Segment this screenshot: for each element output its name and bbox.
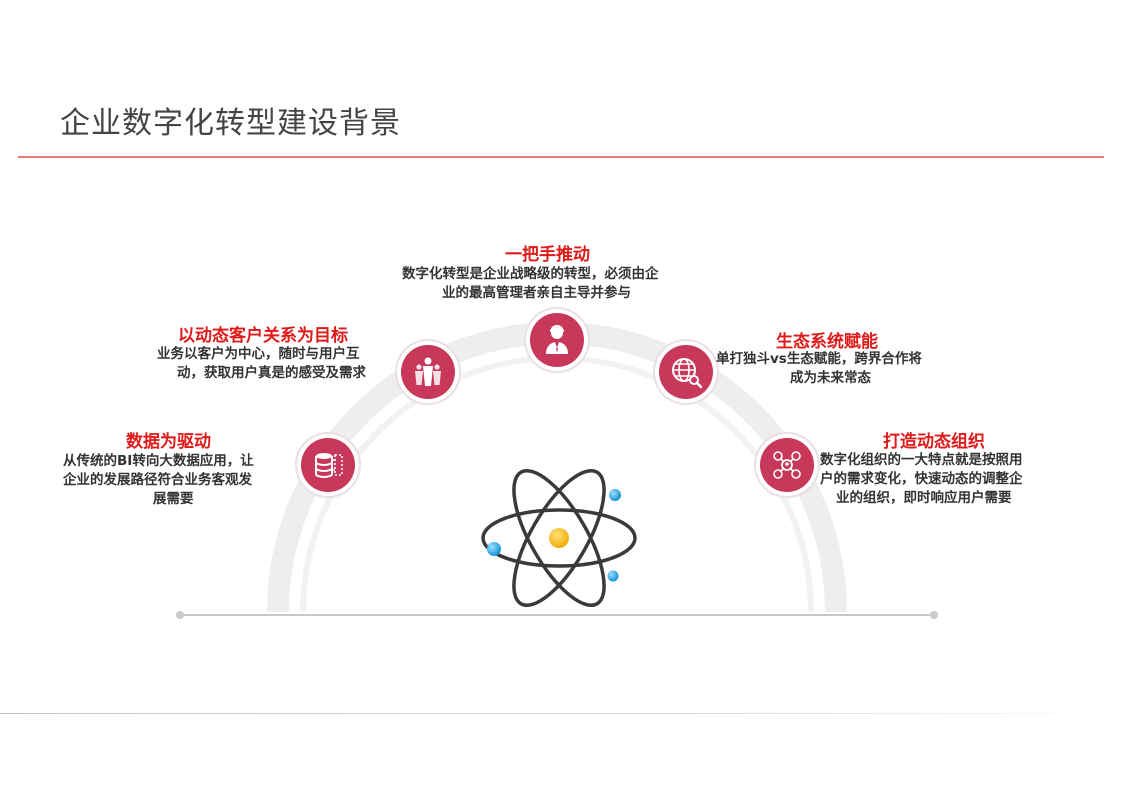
electron-1 [487,542,501,556]
item-desc-customer-relations: 业务以客户为中心，随时与用户互 动，获取用户真是的感受及需求 [157,345,402,383]
desc-line: 企业的发展路径符合业务客观发 [63,472,252,488]
item-title-organization: 打造动态组织 [883,432,985,452]
node-ecosystem [659,345,713,399]
electron-3 [607,570,619,582]
electron-2 [609,489,621,501]
item-title-data-driven: 数据为驱动 [126,432,211,452]
globe-search-icon [672,358,703,389]
organization-icon [773,451,801,479]
item-title-customer-relations: 以动态客户关系为目标 [178,326,348,346]
footer-divider [0,713,1123,714]
desc-line: 数字化转型是企业战略级的转型，必须由企 [402,266,659,282]
node-organization [760,438,814,492]
baseline-right-dot [930,611,938,619]
item-title-leadership: 一把手推动 [505,245,590,265]
customers-icon [415,357,441,386]
desc-line: 业的组织，即时响应用户需要 [836,490,1012,506]
desc-line: 数字化组织的一大特点就是按照用 [820,452,1023,468]
page-title: 企业数字化转型建设背景 [60,106,401,141]
database-icon [315,453,343,478]
item-desc-organization: 数字化组织的一大特点就是按照用 户的需求变化，快速动态的调整企 业的组织，即时响… [820,451,1070,508]
item-title-ecosystem: 生态系统赋能 [776,332,878,352]
desc-line: 户的需求变化，快速动态的调整企 [820,471,1023,487]
desc-line: 业务以客户为中心，随时与用户互 [157,346,360,362]
desc-line: 动，获取用户真是的感受及需求 [177,365,366,381]
desc-line: 从传统的BI转向大数据应用，让 [63,453,254,469]
executive-icon [546,325,568,354]
desc-line: 成为未来常态 [790,370,871,386]
baseline-left-dot [176,611,184,619]
item-desc-leadership: 数字化转型是企业战略级的转型，必须由企 业的最高管理者亲自主导并参与 [402,265,722,303]
node-customer-relations [401,345,455,399]
item-desc-data-driven: 从传统的BI转向大数据应用，让 企业的发展路径符合业务客观发 展需要 [63,452,298,509]
desc-line: 单打独斗vs生态赋能，跨界合作将 [716,351,922,367]
title-divider [18,156,1104,158]
node-data-driven [301,438,355,492]
desc-line: 业的最高管理者亲自主导并参与 [442,285,631,301]
node-leadership [530,313,584,367]
item-desc-ecosystem: 单打独斗vs生态赋能，跨界合作将 成为未来常态 [716,350,976,388]
desc-line: 展需要 [153,491,194,507]
atom-icon [481,468,637,608]
